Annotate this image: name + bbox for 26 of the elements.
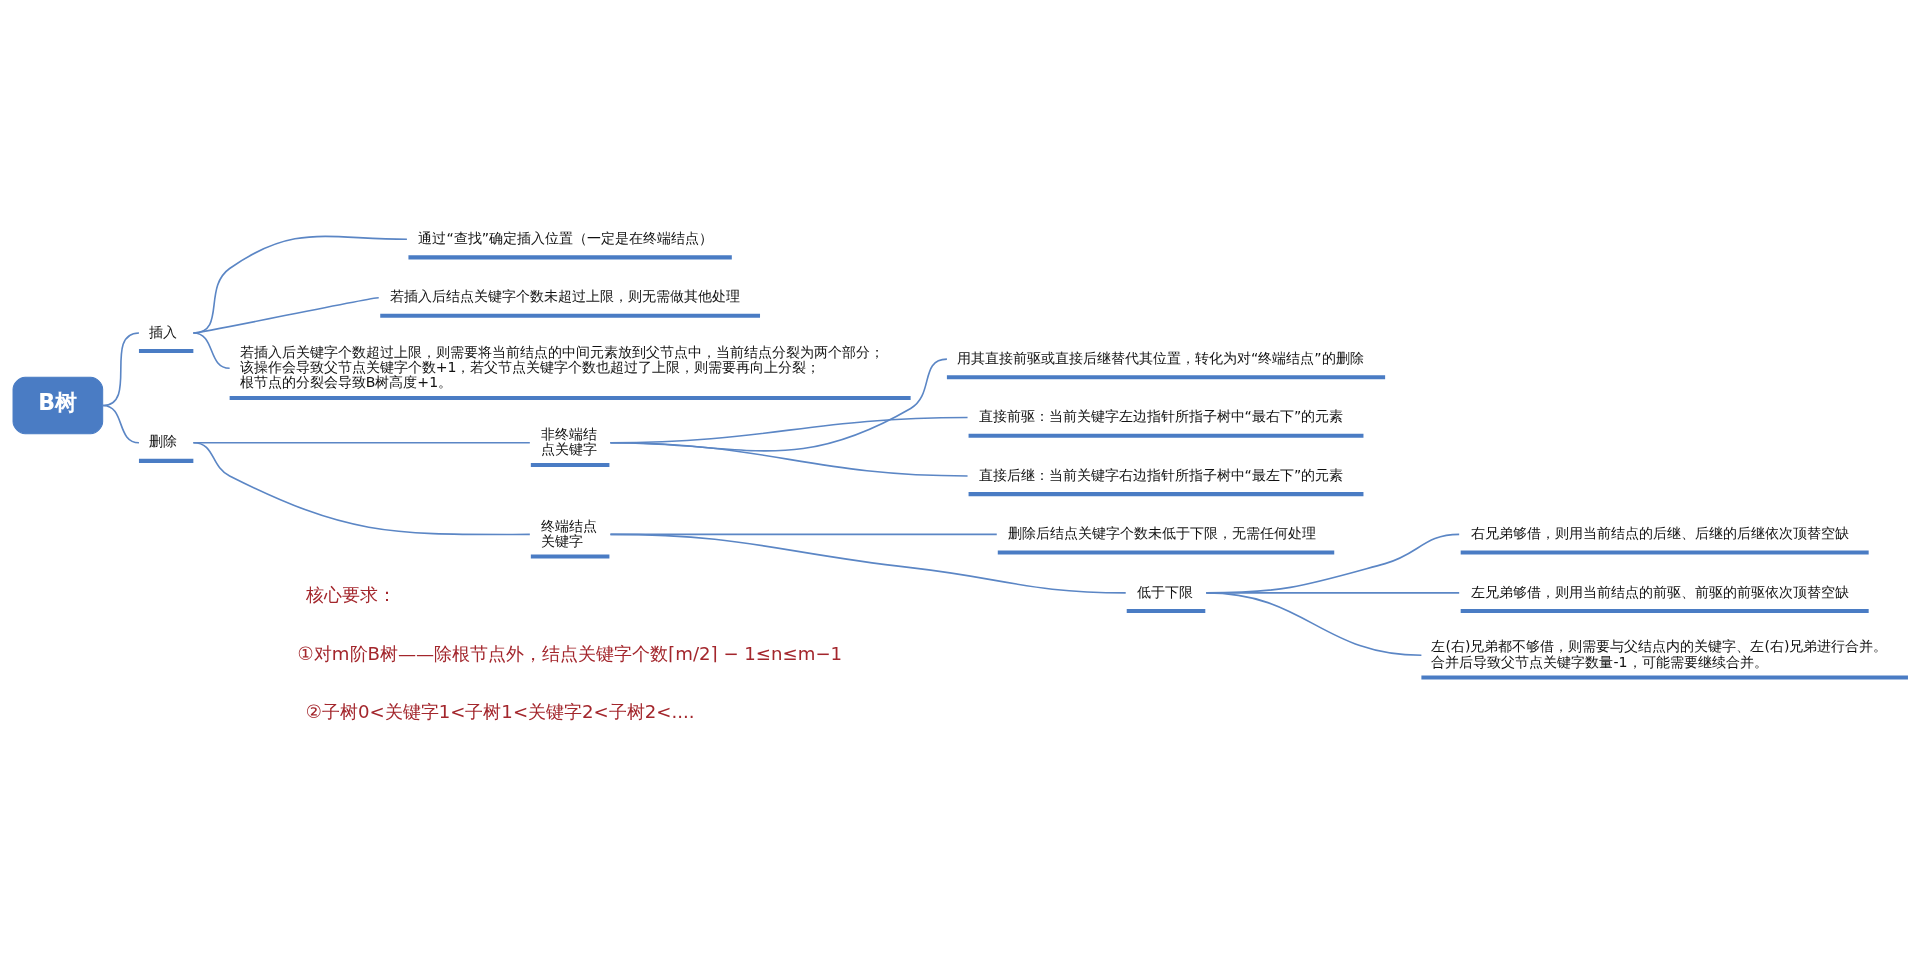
connector (101, 332, 140, 407)
node-text: 左(右)兄弟都不够借，则需要与父结点内的关键字、左(右)兄弟进行合并。合并后导致父节点关键字数量-1，可能需要继续合并。 (1430, 638, 1887, 670)
connector (101, 404, 140, 444)
node-text: 低于下限 (1136, 583, 1193, 600)
node-text: 直接后继：当前关键字右边指针所指子树中“最左下”的元素 (978, 466, 1343, 483)
node-text: 通过“查找”确定插入位置（一定是在终端结点） (418, 229, 713, 246)
node-text: 插入 (148, 323, 177, 340)
node-text: 删除 (148, 433, 177, 450)
node-text: 右兄弟够借，则用当前结点的后继、后继的后继依次顶替空缺 (1470, 525, 1849, 542)
node-text: 删除后结点关键字个数未低于下限，无需任何处理 (1007, 525, 1316, 542)
connector (609, 533, 1127, 594)
label: ①对m阶B树——除根节点外，结点关键字个数⌈m/2⌉ − 1≤n≤m−1 (297, 642, 842, 664)
connector (1205, 592, 1422, 657)
node-text: 用其直接前驱或直接后继替代其位置，转化为对“终端结点”的删除 (956, 349, 1364, 366)
connector (192, 332, 230, 369)
connector (609, 441, 968, 477)
label: ②子树0<关键字1<子树1<关键字2<子树2<.... (305, 701, 695, 723)
node-text: 终端结点关键字 (540, 517, 597, 549)
node-text: 若插入后关键字个数超过上限，则需要将当前结点的中间元素放到父节点中，当前结点分裂为两个部分；该操作会导致父节点关键字个数+1，若父节点关键字个数也超过了上限，则需要再向上分裂；根节点的分裂会导致B树高度+1。 (239, 343, 884, 391)
label: 核心要求： (305, 584, 396, 606)
node-text: 左兄弟够借，则用当前结点的前驱、前驱的前驱依次顶替空缺 (1470, 583, 1849, 600)
connector (192, 441, 531, 536)
node-box: B树 (12, 376, 103, 435)
node-text: 直接前驱：当前关键字左边指针所指子树中“最右下”的元素 (978, 408, 1343, 425)
node-text: 非终端结点关键字 (540, 425, 597, 458)
node-text: 若插入后结点关键字个数未超过上限，则无需做其他处理 (389, 288, 740, 305)
